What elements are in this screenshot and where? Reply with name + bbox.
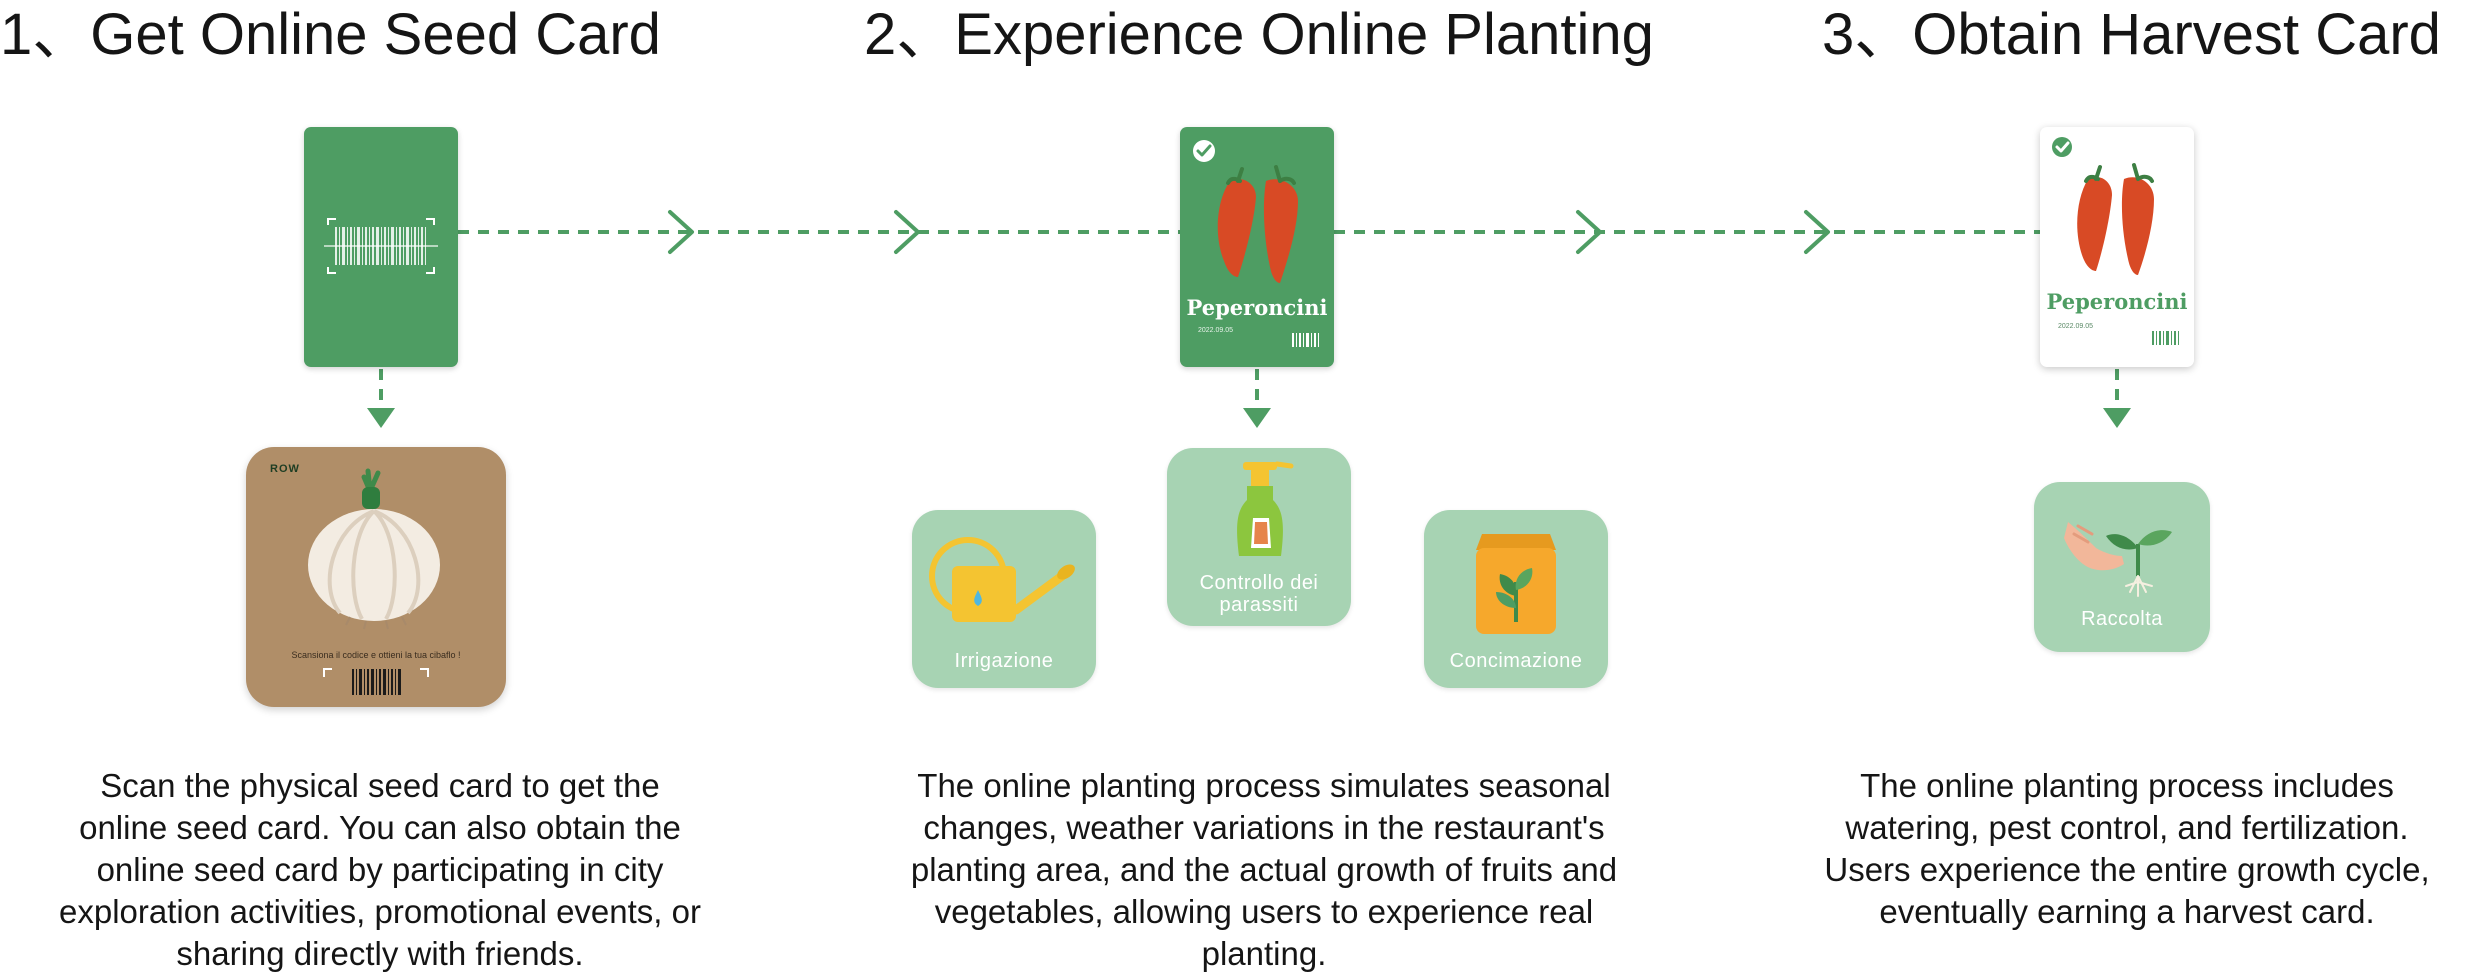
activity-tile-harvest: Raccolta	[2034, 482, 2210, 652]
activity-label-harvest: Raccolta	[2081, 608, 2163, 630]
barcode-icon	[2152, 331, 2179, 345]
activity-label-pest-control: Controllo dei parassiti	[1199, 572, 1319, 616]
harvest-card: Peperoncini 2022.09.05	[2040, 127, 2194, 367]
brand-logo: ROW	[270, 463, 300, 475]
activity-label-irrigation: Irrigazione	[954, 650, 1054, 672]
harvest-card-date: 2022.09.05	[2058, 323, 2094, 330]
barcode-scan-icon	[324, 218, 438, 274]
fertilizer-bag-icon	[1476, 534, 1556, 634]
step-3-title: 3、Obtain Harvest Card	[1822, 2, 2441, 67]
step-2-description: The online planting process simulates se…	[910, 767, 1618, 972]
physical-seed-card: ROW Scansiona il codice e ottieni la tua…	[246, 447, 506, 707]
hand-seedling-icon	[2064, 522, 2172, 597]
barcode-icon	[1292, 333, 1319, 347]
activity-tile-pest-control: Controllo dei parassiti	[1167, 448, 1351, 626]
planting-seed-card: Peperoncini 2022.09.05	[1180, 127, 1334, 367]
planting-card-name: Peperoncini	[1186, 295, 1328, 320]
activity-tile-irrigation: Irrigazione	[912, 510, 1096, 688]
chevron-right-icon	[894, 210, 920, 254]
check-circle-icon	[2052, 137, 2072, 157]
pepper-illustration	[1193, 140, 1298, 283]
planting-card-date: 2022.09.05	[1198, 327, 1234, 334]
arrow-down-icon	[2103, 408, 2131, 428]
activity-tile-fertilization: Concimazione	[1424, 510, 1608, 688]
step-1-title: 1、Get Online Seed Card	[0, 2, 661, 67]
step-2-title: 2、Experience Online Planting	[864, 2, 1654, 67]
activity-label-fertilization: Concimazione	[1449, 650, 1583, 672]
garlic-icon	[308, 468, 440, 630]
online-seed-card	[304, 127, 458, 367]
arrow-down-icon	[367, 408, 395, 428]
harvest-card-name: Peperoncini	[2046, 289, 2188, 314]
chevron-right-icon	[1576, 210, 1602, 254]
seed-card-caption: Scansiona il codice e ottieni la tua cib…	[291, 650, 461, 660]
arrow-down-icon	[1243, 408, 1271, 428]
chevron-right-icon	[668, 210, 694, 254]
barcode-icon	[323, 668, 429, 695]
step-1-description: Scan the physical seed card to get the o…	[59, 767, 701, 972]
pepper-illustration	[2052, 137, 2154, 275]
watering-can-icon	[929, 537, 1075, 622]
spray-bottle-icon	[1237, 461, 1294, 556]
step-3-description: The online planting process includes wat…	[1824, 767, 2430, 930]
chevron-right-icon	[1804, 210, 1830, 254]
